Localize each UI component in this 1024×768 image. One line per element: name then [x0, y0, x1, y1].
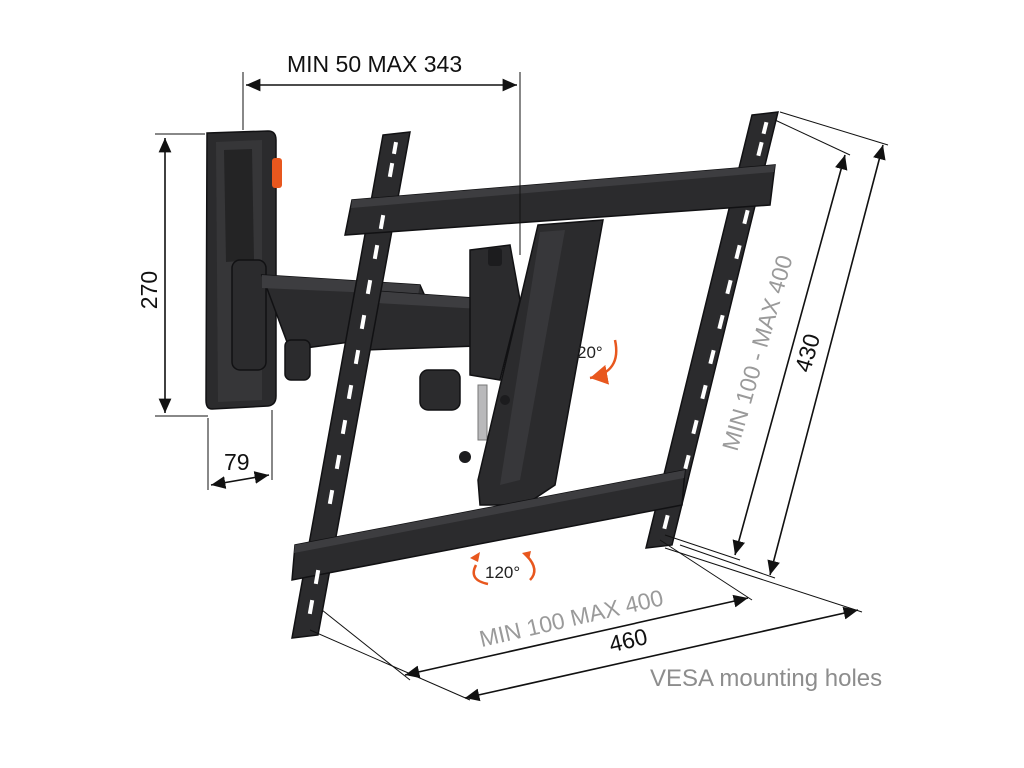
swivel-indicator: 120° — [470, 551, 536, 586]
wall-plate-height-dimension: 270 — [136, 133, 208, 417]
vesa-caption: VESA mounting holes — [650, 665, 882, 692]
tilt-indicator: 20° — [577, 339, 618, 385]
depth-dimension: MIN 50 MAX 343 — [242, 51, 521, 255]
orange-lock-tab — [272, 158, 282, 188]
swivel-arrow-left-icon — [472, 564, 489, 586]
wall-plate-height-label: 270 — [136, 271, 162, 309]
wall-plate-depth-label: 79 — [224, 449, 250, 475]
tilt-arrow-icon — [589, 339, 618, 385]
depth-range-label: MIN 50 MAX 343 — [287, 51, 462, 77]
tilt-angle-label: 20° — [577, 343, 603, 362]
articulating-arm — [231, 219, 604, 506]
wall-plate-depth-dimension: 79 — [207, 410, 273, 490]
swivel-arrow-right-icon — [526, 555, 536, 581]
swivel-angle-label: 120° — [485, 563, 520, 582]
vesa-holes-left — [307, 141, 399, 615]
